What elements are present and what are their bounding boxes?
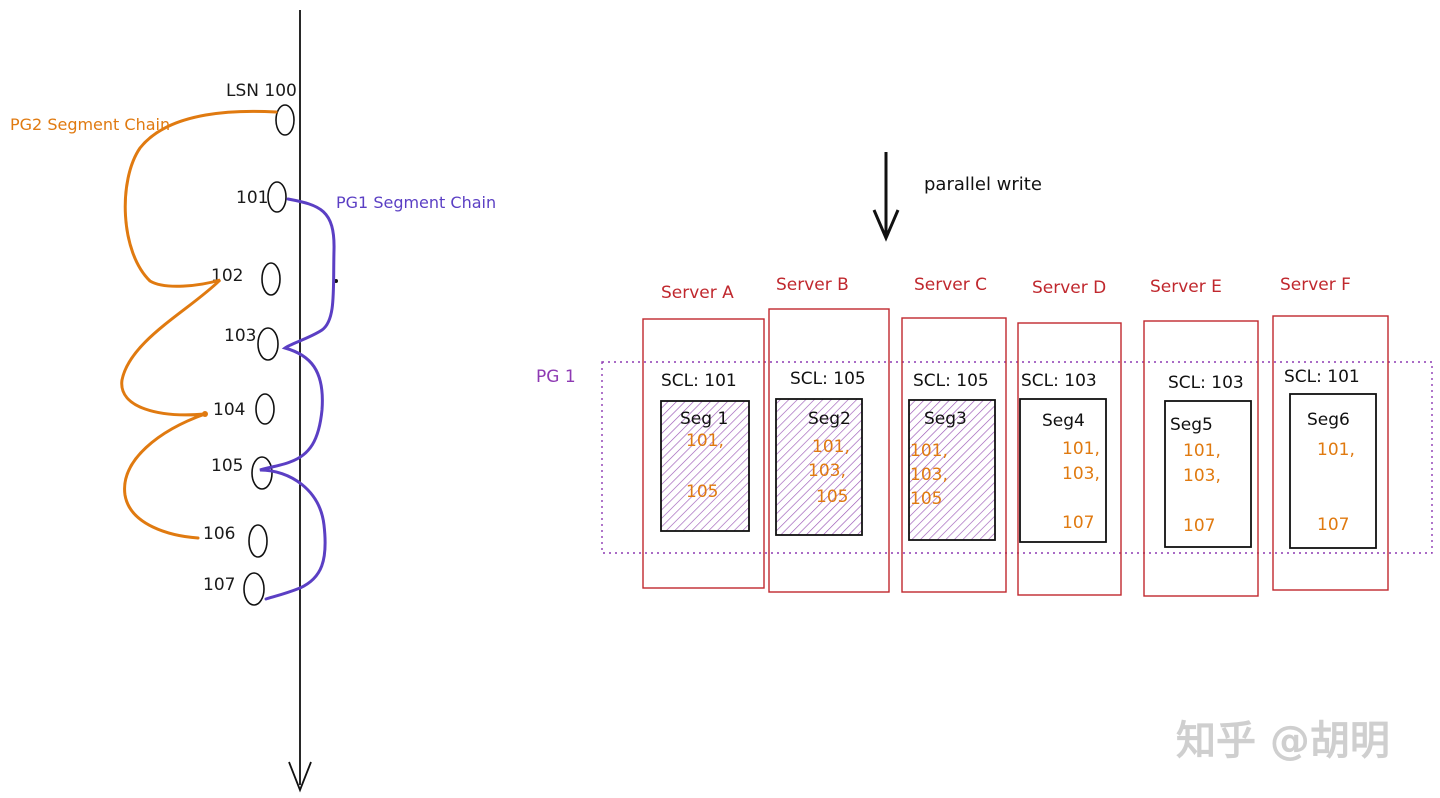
segment-entry: 103, bbox=[808, 461, 846, 481]
segment-label: Seg2 bbox=[808, 409, 851, 429]
server-name: Server E bbox=[1150, 277, 1222, 297]
lsn-label-103: 103 bbox=[224, 326, 256, 346]
server-scl: SCL: 105 bbox=[913, 371, 989, 391]
pg1-chain: PG1 Segment Chain bbox=[259, 193, 496, 601]
segment-entry: 101, bbox=[1062, 439, 1100, 459]
parallel-write-label: parallel write bbox=[924, 174, 1042, 195]
server-box bbox=[1143, 320, 1259, 597]
server-a: Server A SCL: 101 Seg 1 101, 105 bbox=[642, 283, 765, 589]
server-d: Server D SCL: 103 Seg4 101, 103, 107 bbox=[1017, 278, 1122, 596]
server-scl: SCL: 105 bbox=[790, 369, 866, 389]
server-name: Server C bbox=[914, 275, 987, 295]
server-name: Server D bbox=[1032, 278, 1106, 298]
lsn-label-101: 101 bbox=[236, 188, 268, 208]
server-box bbox=[642, 318, 765, 589]
server-e: Server E SCL: 103 Seg5 101, 103, 107 bbox=[1143, 277, 1259, 597]
watermark: 知乎 @胡明 bbox=[1176, 718, 1390, 764]
lsn-node-106 bbox=[248, 524, 268, 558]
server-scl: SCL: 103 bbox=[1168, 373, 1244, 393]
parallel-write-arrow: parallel write bbox=[872, 152, 1042, 242]
segment-entry: 103, bbox=[1062, 464, 1100, 484]
segment-entry: 103, bbox=[910, 465, 948, 485]
write-arrowhead bbox=[872, 209, 900, 242]
lsn-node-101 bbox=[267, 181, 287, 213]
segment-entry: 101, bbox=[910, 441, 948, 461]
server-box bbox=[901, 317, 1007, 593]
segment-entry: 105 bbox=[686, 482, 718, 502]
segment-box bbox=[908, 399, 996, 541]
segment-entry: 105 bbox=[816, 487, 848, 507]
segment-entry: 107 bbox=[1062, 513, 1094, 533]
server-scl: SCL: 101 bbox=[1284, 367, 1360, 387]
segment-label: Seg4 bbox=[1042, 411, 1085, 431]
segment-entry: 103, bbox=[1183, 466, 1221, 486]
timeline-arrowhead bbox=[288, 761, 312, 793]
pg1-chain-path bbox=[259, 197, 336, 601]
segment-entry: 101, bbox=[1183, 441, 1221, 461]
lsn-label-105: 105 bbox=[211, 456, 243, 476]
server-scl: SCL: 103 bbox=[1021, 371, 1097, 391]
segment-label: Seg 1 bbox=[680, 409, 728, 429]
lsn-node-105 bbox=[251, 456, 273, 490]
lsn-node bbox=[275, 104, 295, 136]
segment-entry: 105 bbox=[910, 489, 942, 509]
lsn-top-label: LSN 100 bbox=[226, 81, 297, 101]
server-c: Server C SCL: 105 Seg3 101, 103, 105 bbox=[901, 275, 1007, 593]
segment-entry: 107 bbox=[1183, 516, 1215, 536]
server-f: Server F SCL: 101 Seg6 101, 107 bbox=[1272, 275, 1389, 591]
server-b: Server B SCL: 105 Seg2 101, 103, 105 bbox=[768, 275, 890, 593]
segment-box bbox=[1019, 398, 1107, 543]
server-box bbox=[1272, 315, 1389, 591]
segment-box bbox=[660, 400, 750, 532]
server-box bbox=[1017, 322, 1122, 596]
server-name: Server F bbox=[1280, 275, 1351, 295]
segment-entry: 101, bbox=[812, 437, 850, 457]
lsn-label-107: 107 bbox=[203, 575, 235, 595]
lsn-node-107 bbox=[243, 572, 265, 606]
lsn-node-104 bbox=[255, 393, 275, 425]
segment-box bbox=[1289, 393, 1377, 549]
segment-entry: 107 bbox=[1317, 515, 1349, 535]
segment-label: Seg5 bbox=[1170, 415, 1213, 435]
pg1-group-box bbox=[601, 361, 1433, 554]
pg2-chain: PG2 Segment Chain bbox=[10, 109, 278, 540]
lsn-node-103 bbox=[257, 327, 279, 361]
lsn-node-102 bbox=[261, 262, 281, 296]
pg2-chain-dot bbox=[202, 411, 208, 417]
segment-box bbox=[775, 398, 863, 536]
server-name: Server A bbox=[661, 283, 734, 303]
lsn-label-104: 104 bbox=[213, 400, 245, 420]
segment-box bbox=[1164, 400, 1252, 548]
pg2-chain-path bbox=[120, 109, 278, 540]
segment-entry: 101, bbox=[686, 431, 724, 451]
server-name: Server B bbox=[776, 275, 849, 295]
server-scl: SCL: 101 bbox=[661, 371, 737, 391]
pg1-group-label: PG 1 bbox=[536, 367, 576, 387]
segment-label: Seg3 bbox=[924, 409, 967, 429]
lsn-label-106: 106 bbox=[203, 524, 235, 544]
lsn-timeline: LSN 100 101 102 103 104 105 106 107 bbox=[203, 10, 338, 793]
segment-label: Seg6 bbox=[1307, 410, 1350, 430]
server-box bbox=[768, 308, 890, 593]
segment-entry: 101, bbox=[1317, 440, 1355, 460]
pg1-chain-label: PG1 Segment Chain bbox=[336, 193, 496, 212]
pg2-chain-label: PG2 Segment Chain bbox=[10, 115, 170, 134]
